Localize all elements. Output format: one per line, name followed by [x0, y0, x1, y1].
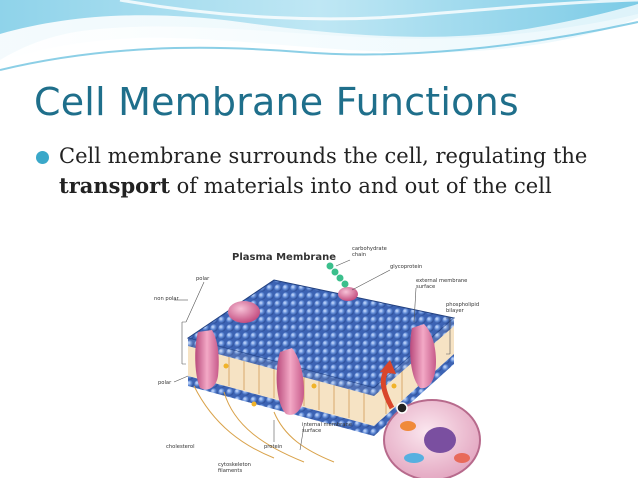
label-phospholipid-1: phospholipid: [446, 302, 479, 308]
diagram-labels: carbohydrate chain glycoprotein external…: [154, 246, 479, 474]
bullet-text: Cell membrane surrounds the cell, regula…: [59, 142, 596, 201]
bullet-text-part1: Cell membrane surrounds the cell, regula…: [59, 144, 588, 168]
bullet-item: Cell membrane surrounds the cell, regula…: [36, 142, 596, 201]
label-internal-1: internal membrane: [302, 422, 352, 428]
bilayer-bottom-edge: [188, 354, 454, 436]
label-polar-top: polar: [196, 276, 210, 282]
cholesterol-markers: [223, 363, 397, 407]
label-carbohydrate-1: carbohydrate: [352, 246, 387, 252]
diagram-heading: Plasma Membrane: [232, 252, 336, 263]
label-cytoskeleton-2: filaments: [218, 468, 242, 474]
label-carbohydrate-2: chain: [352, 252, 366, 258]
plasma-membrane-diagram: Plasma Membrane: [154, 246, 481, 478]
label-non-polar: non polar: [154, 296, 179, 302]
label-cytoskeleton-1: cytoskeleton: [218, 462, 251, 468]
bullet-marker-icon: [36, 151, 49, 164]
label-leader-lines: [173, 259, 451, 451]
membrane-proteins: [195, 287, 436, 415]
label-external-2: surface: [416, 284, 435, 290]
label-external-1: external membrane: [416, 278, 467, 284]
bullet-text-bold: transport: [59, 173, 170, 198]
carbohydrate-chain: [326, 262, 349, 288]
label-cholesterol: cholesterol: [166, 444, 195, 450]
label-phospholipid-2: bilayer: [446, 308, 465, 314]
label-polar-bottom: polar: [158, 380, 172, 386]
slide-title: Cell Membrane Functions: [34, 80, 519, 124]
label-internal-2: surface: [302, 428, 321, 434]
label-protein: protein: [264, 444, 282, 450]
label-glycoprotein: glycoprotein: [390, 264, 422, 270]
bilayer-front-edge: [188, 318, 454, 396]
wave-header-decoration: [0, 0, 638, 71]
cytoskeleton-filaments: [193, 385, 335, 463]
bullet-text-part2: of materials into and out of the cell: [169, 174, 552, 198]
cell-inset: [383, 399, 481, 478]
